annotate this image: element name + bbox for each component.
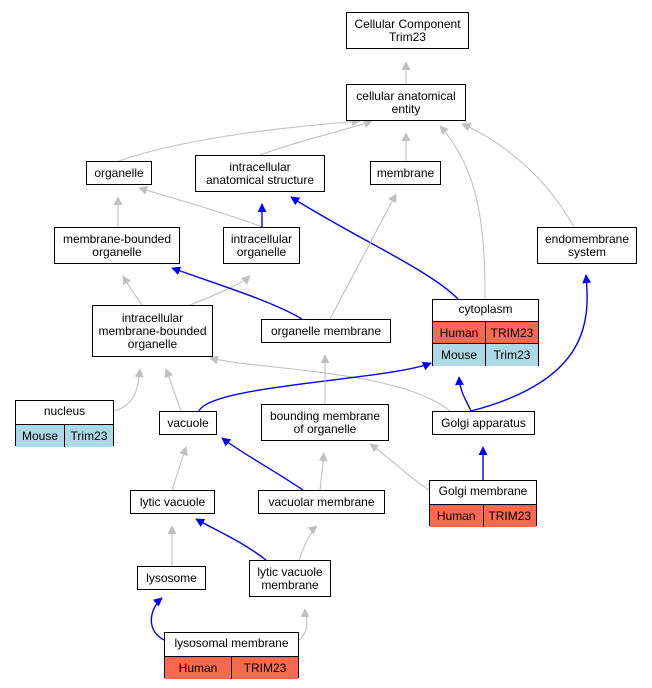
edge-imbo-to-mbo — [122, 275, 143, 306]
node-label: intracellular membrane-bounded organelle — [98, 310, 207, 351]
node-label: Cellular Component Trim23 — [354, 16, 461, 44]
annotation-row-mouse: Mouse Trim23 — [16, 424, 113, 447]
annotation-row-mouse: Mouse Trim23 — [433, 343, 538, 366]
species-cell: Human — [430, 504, 483, 527]
node-label: organelle — [94, 165, 144, 180]
species-cell: Human — [165, 656, 231, 679]
node-intracellular-membrane-bounded-organelle[interactable]: intracellular membrane-bounded organelle — [92, 305, 213, 357]
node-label: cellular anatomical entity — [356, 88, 456, 116]
gene-cell: Trim23 — [64, 424, 113, 447]
edge-orgmem-to-membrane — [329, 193, 397, 320]
node-label: endomembrane system — [544, 231, 630, 259]
node-title: nucleus — [16, 401, 113, 425]
node-nucleus[interactable]: nucleus Mouse Trim23 — [15, 400, 114, 447]
node-label: vacuolar membrane — [268, 494, 375, 509]
edge-golgi-to-cyto — [455, 376, 472, 412]
gene-cell: Trim23 — [485, 343, 538, 366]
edge-vacuole-to-imbo — [164, 368, 182, 412]
node-label: Golgi apparatus — [441, 415, 526, 430]
node-label: vacuole — [167, 415, 209, 430]
node-title: lysosomal membrane — [165, 633, 298, 657]
node-organelle-membrane[interactable]: organelle membrane — [261, 319, 391, 343]
edge-vacuole-to-cyto — [198, 361, 432, 412]
node-organelle[interactable]: organelle — [86, 161, 152, 185]
node-vacuolar-membrane[interactable]: vacuolar membrane — [258, 490, 385, 514]
node-label: lytic vacuole membrane — [257, 564, 323, 592]
node-vacuole[interactable]: vacuole — [159, 411, 217, 435]
annotation-row-human: Human TRIM23 — [165, 656, 298, 679]
node-membrane[interactable]: membrane — [370, 161, 441, 185]
node-title: cytoplasm — [433, 300, 538, 322]
annotation-row-human: Human TRIM23 — [430, 504, 536, 527]
node-label: intracellular anatomical structure — [205, 159, 315, 187]
node-membrane-bounded-organelle[interactable]: membrane-bounded organelle — [54, 227, 180, 264]
node-label: membrane-bounded organelle — [62, 231, 172, 259]
species-cell: Human — [433, 321, 485, 344]
edge-organelle-to-cae — [118, 117, 361, 162]
species-cell: Mouse — [16, 424, 64, 447]
node-label: intracellular organelle — [230, 231, 293, 259]
node-label: lytic vacuole — [139, 494, 206, 509]
edge-lvm-to-lytvac — [195, 518, 267, 561]
edge-nucleus-to-imbo — [113, 368, 144, 412]
edge-ias-to-cae — [259, 119, 373, 156]
node-cellular-anatomical-entity[interactable]: cellular anatomical entity — [346, 84, 466, 121]
node-golgi-membrane[interactable]: Golgi membrane Human TRIM23 — [429, 480, 537, 527]
annotation-row-human: Human TRIM23 — [433, 321, 538, 344]
edge-lvm-to-vacmem — [298, 525, 318, 561]
gene-cell: TRIM23 — [231, 656, 298, 679]
node-lysosome[interactable]: lysosome — [137, 566, 206, 590]
edge-imbo-to-io — [189, 275, 251, 306]
edge-golgimem-to-bmo — [369, 443, 430, 491]
node-intracellular-organelle[interactable]: intracellular organelle — [223, 227, 300, 264]
gene-cell: TRIM23 — [485, 321, 538, 344]
node-label: lysosome — [146, 570, 197, 585]
edge-lytvac-to-vacuole — [171, 446, 188, 491]
edge-io-to-organelle — [138, 185, 263, 228]
node-endomembrane-system[interactable]: endomembrane system — [537, 227, 637, 264]
species-cell: Mouse — [433, 343, 485, 366]
edge-cyto-to-cae — [439, 125, 486, 300]
node-label: organelle membrane — [270, 323, 382, 338]
node-label: bounding membrane of organelle — [269, 408, 381, 436]
edge-orgmem-to-mbo — [171, 266, 303, 320]
node-cellular-component-trim23[interactable]: Cellular Component Trim23 — [346, 12, 469, 49]
node-bounding-membrane-of-organelle[interactable]: bounding membrane of organelle — [261, 404, 389, 441]
edge-endo-to-cae — [461, 122, 575, 228]
node-lytic-vacuole[interactable]: lytic vacuole — [130, 490, 215, 514]
edge-golgi-to-endo — [470, 274, 592, 412]
node-lytic-vacuole-membrane[interactable]: lytic vacuole membrane — [249, 560, 331, 597]
edge-vacmem-to-vacuole — [221, 437, 304, 491]
edge-vacmem-to-bmo — [318, 452, 328, 491]
node-label: membrane — [376, 165, 435, 180]
edge-golgi-to-imbo — [209, 355, 451, 412]
node-golgi-apparatus[interactable]: Golgi apparatus — [432, 411, 535, 435]
edge-lysmem-to-lysosome — [150, 597, 165, 641]
node-intracellular-anatomical-structure[interactable]: intracellular anatomical structure — [195, 155, 325, 192]
node-title: Golgi membrane — [430, 481, 536, 505]
node-cytoplasm[interactable]: cytoplasm Human TRIM23 Mouse Trim23 — [432, 299, 539, 366]
edge-cyto-to-ias — [290, 196, 459, 300]
edge-lysmem-to-lvm — [298, 608, 310, 641]
gene-cell: TRIM23 — [482, 504, 536, 527]
node-lysosomal-membrane[interactable]: lysosomal membrane Human TRIM23 — [164, 632, 299, 679]
